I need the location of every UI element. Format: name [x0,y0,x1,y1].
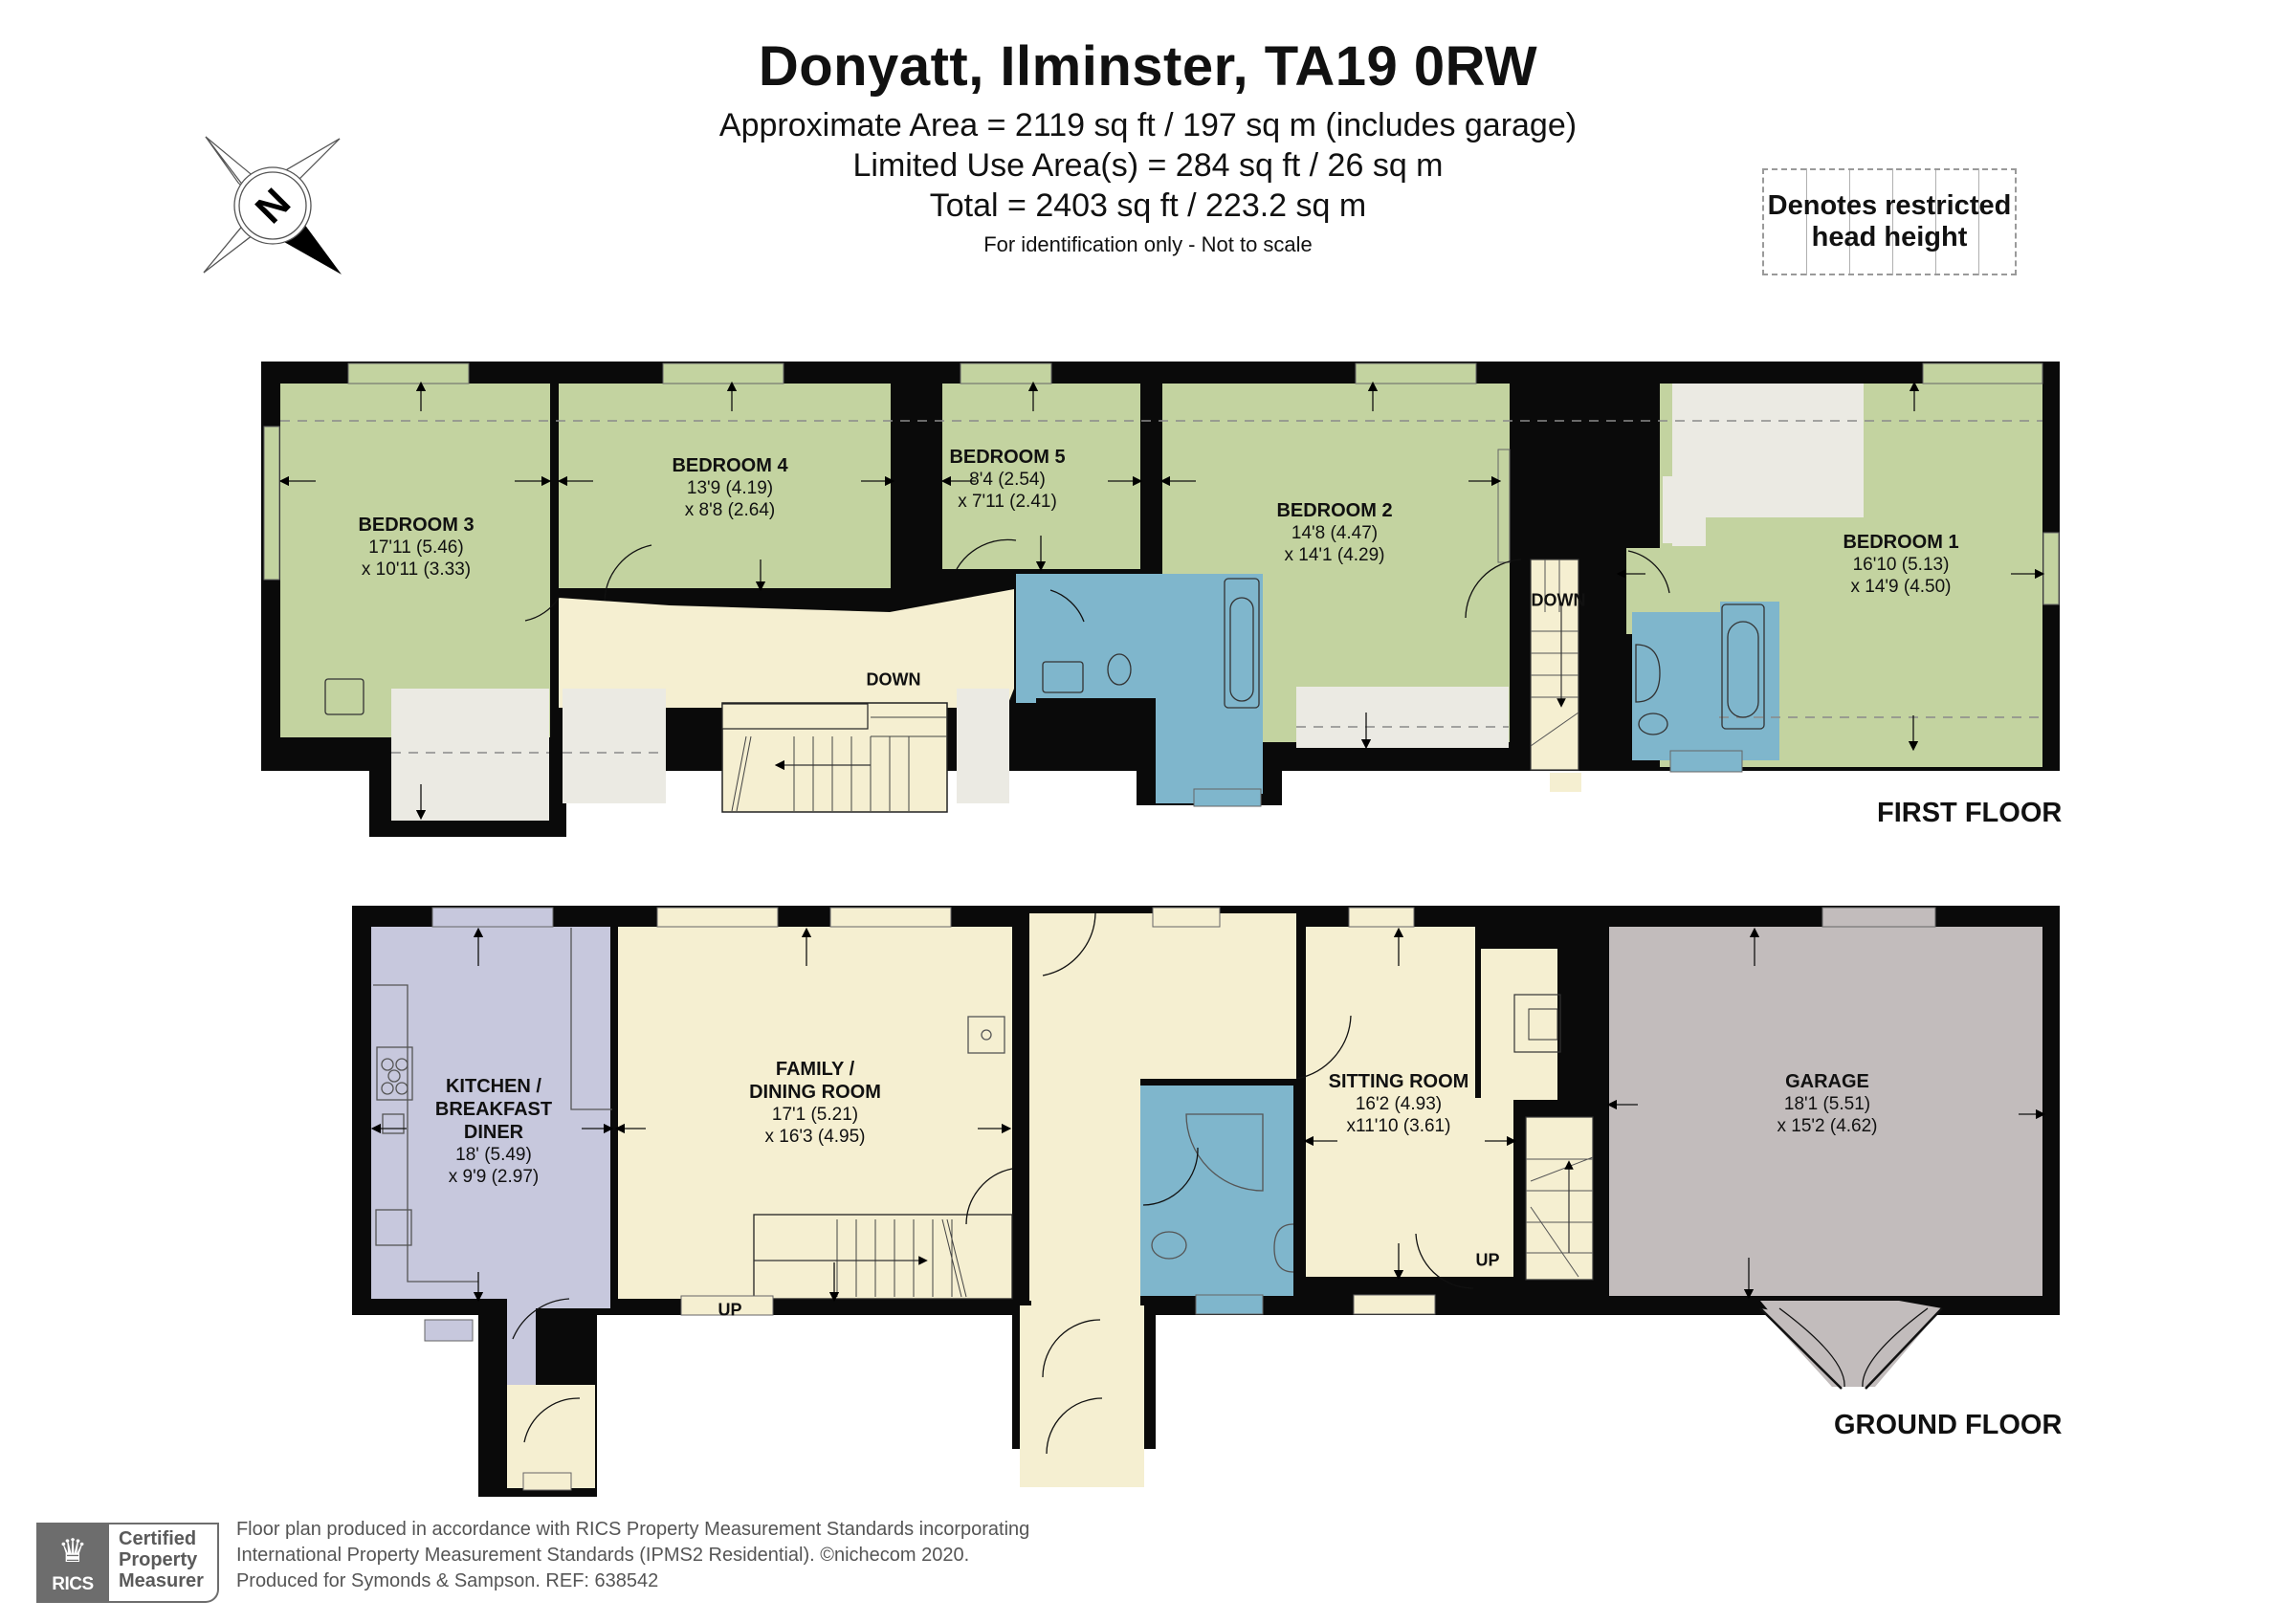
legend-line-1: Denotes restricted [1767,190,2012,221]
limited-use-area: Limited Use Area(s) = 284 sq ft / 26 sq … [852,147,1444,184]
scale-disclaimer: For identification only - Not to scale [983,232,1313,256]
room-label-bedroom-4: BEDROOM 4 13'9 (4.19) x 8'8 (2.64) [672,455,788,520]
room-label-bedroom-3: BEDROOM 3 17'11 (5.46) x 10'11 (3.33) [358,515,475,580]
ground-floor-plan [352,906,2060,1497]
landing-cupboard-1 [563,689,666,803]
rics-certified-badge: ♛ RICS Certified Property Measurer [36,1523,219,1603]
footer-line-3: Produced for Symonds & Sampson. REF: 638… [235,1570,659,1591]
badge-line-2: Property [119,1549,198,1570]
bathroom-floor [1016,574,1261,803]
approximate-area: Approximate Area = 2119 sq ft / 197 sq m… [718,107,1578,143]
landing-cupboard-2 [957,689,1009,803]
stair-down-tag-secondary: DOWN [1531,590,1586,610]
plan-header: Donyatt, Ilminster, TA19 0RW Approximate… [0,29,2296,264]
room-label-sitting-room: SITTING ROOM 16'2 (4.93) x11'10 (3.61) [1328,1071,1469,1136]
shower-room-floor [1140,1086,1293,1296]
first-floor-label: FIRST FLOOR [1877,798,2063,828]
restricted-head-height-legend: Denotes restricted head height [1762,168,2017,275]
kitchen-floor [371,927,610,1387]
secondary-stair [1530,559,1579,771]
footer-disclaimer: Floor plan produced in accordance with R… [236,1517,1029,1594]
sitting-room-floor [1306,927,1513,1277]
room-label-family-dining: FAMILY / DINING ROOM 17'1 (5.21) x 16'3 … [749,1059,881,1147]
property-address-title: Donyatt, Ilminster, TA19 0RW [758,35,1538,98]
ensuite-floor [1632,612,1720,760]
legend-line-2: head height [1811,222,1968,252]
bedroom-3-wardrobe [391,689,549,821]
room-label-kitchen: KITCHEN / BREAKFAST DINER 18' (5.49) x 9… [434,1076,553,1187]
bedroom-4-floor [559,384,891,588]
room-label-garage: GARAGE 18'1 (5.51) x 15'2 (4.62) [1777,1071,1878,1136]
compass-north-icon: N [203,136,342,274]
garage-door-left [1760,1308,1856,1387]
bedroom-3-floor [280,384,550,737]
rics-lion-icon: ♛ [57,1533,88,1569]
badge-line-1: Certified [119,1528,197,1549]
fireplace [1513,994,1561,1053]
rics-logo: ♛ RICS [36,1523,109,1601]
garage-floor [1609,927,2042,1296]
sitting-room-stair [1525,1116,1594,1281]
ground-floor-label: GROUND FLOOR [1834,1410,2063,1440]
total-area: Total = 2403 sq ft / 223.2 sq m [929,187,1367,224]
badge-line-3: Measurer [119,1570,204,1591]
first-floor-plan [261,362,2060,837]
landing-floor [559,589,1014,708]
room-label-bedroom-2: BEDROOM 2 14'8 (4.47) x 14'1 (4.29) [1276,500,1393,565]
stair-up-tag-family: UP [718,1300,742,1320]
room-label-bedroom-1: BEDROOM 1 16'10 (5.13) x 14'9 (4.50) [1843,532,1959,597]
stair-up-tag-sitting: UP [1475,1250,1500,1270]
room-label-bedroom-5: BEDROOM 5 8'4 (2.54) x 7'11 (2.41) [949,447,1066,512]
bedroom-2-wardrobe [1296,687,1509,748]
family-stair [753,1214,1013,1300]
stair-down-tag-landing: DOWN [866,669,921,690]
kitchen-porch-floor [507,1385,595,1488]
footer-line-1: Floor plan produced in accordance with R… [235,1519,1030,1540]
footer: ♛ RICS Certified Property Measurer Floor… [36,1519,1029,1603]
footer-line-2: International Property Measurement Stand… [235,1545,970,1566]
